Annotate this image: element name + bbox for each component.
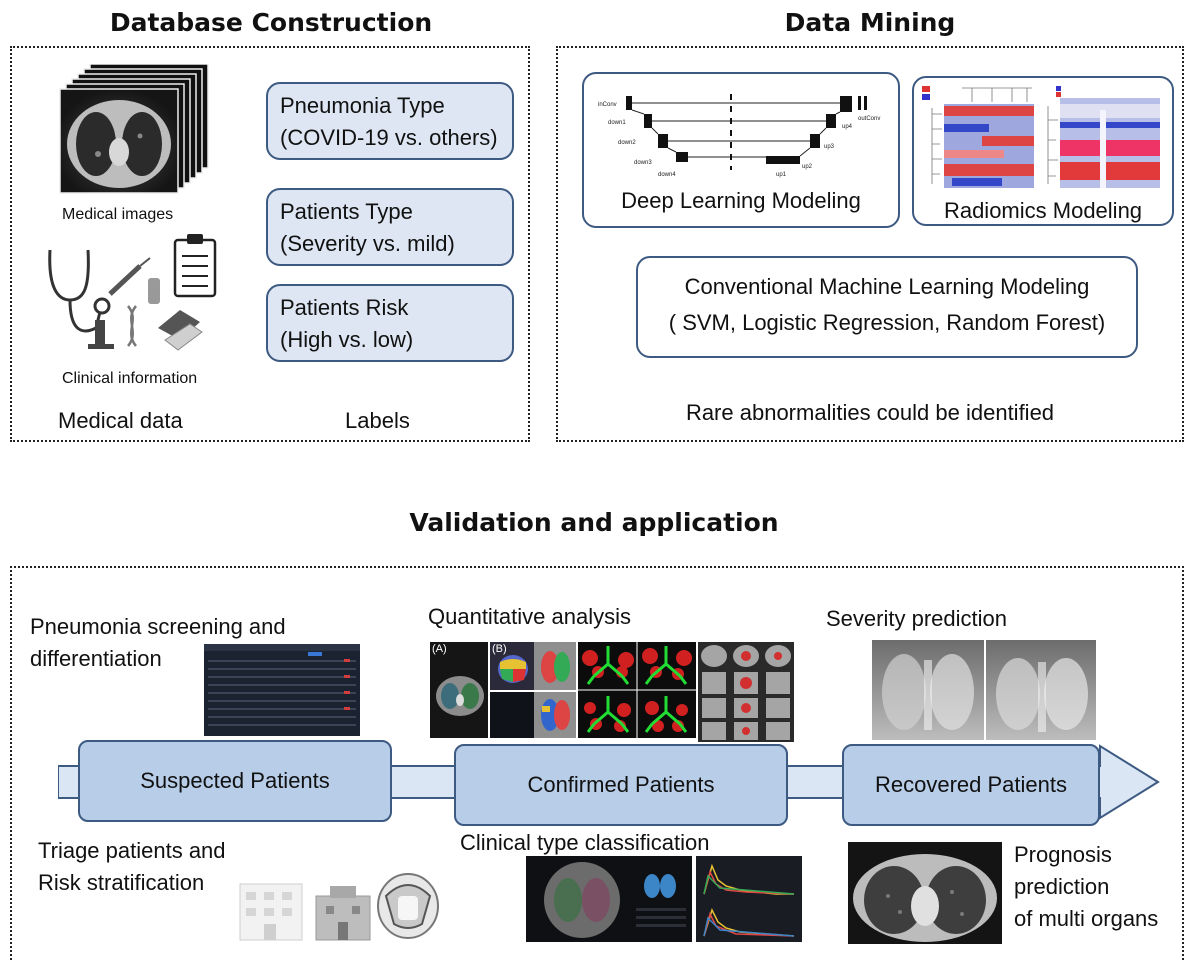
unet-diagram: inConv down1 down2 down3 down4 outConv up4 u… [598,94,880,178]
validation-panel [10,566,1184,960]
radiomics-heatmaps [922,86,1160,188]
clinical-icons [48,234,217,351]
label-box-line2: (COVID-19 vs. others) [280,125,498,150]
quant-panel-lung-split-1 [534,642,576,690]
lung-lobes-panel-b [498,655,528,683]
svg-text:down2: down2 [618,140,636,146]
svg-text:up2: up2 [802,164,813,170]
clinical-classification-screenshot-2 [696,856,802,942]
quant-panel-b: (B) [490,642,534,690]
mining-title: Data Mining [784,8,956,37]
mining-panel [556,46,1184,442]
quantitative-analysis-label: Quantitative analysis [428,604,631,629]
clinical-info-caption: Clinical information [62,370,198,387]
radiomics-box: Radiomics Modeling [912,76,1174,226]
label-box-line1: Patients Type [280,199,413,224]
radiomics-label: Radiomics Modeling [943,198,1143,223]
stage-suspected-patients: Suspected Patients [78,740,392,822]
screening-label-line2: differentiation [30,646,162,671]
hospital-illustrations [239,873,439,941]
chest-xray-pair [872,640,1096,740]
screening-software-screenshot [204,644,360,736]
prognosis-label-line1: Prognosis [1014,842,1112,867]
svg-text:down1: down1 [608,120,626,126]
svg-text:up4: up4 [842,124,853,130]
triage-label-line1: Triage patients and [38,838,226,863]
database-panel [10,46,530,442]
svg-text:up3: up3 [824,144,835,150]
label-box-line2: (High vs. low) [280,327,414,352]
svg-text:down4: down4 [658,172,676,178]
clinical-classification-screenshot-1 [526,856,692,942]
conventional-ml-box: Conventional Machine Learning Modeling (… [636,256,1138,358]
label-box-line1: Patients Risk [280,295,409,320]
label-box-line1: Pneumonia Type [280,93,445,118]
medical-images-caption: Medical images [62,206,174,223]
svg-text:inConv: inConv [598,102,617,108]
deep-learning-label: Deep Learning Modeling [621,188,861,213]
stage-confirmed-label: Confirmed Patients [527,772,715,797]
prognosis-label-line2: prediction [1014,874,1110,899]
ct-slice-grid [698,642,794,742]
prognosis-ct-image [848,842,1002,944]
stage-confirmed-patients: Confirmed Patients [454,744,788,826]
quant-panel-b-label: (B) [492,643,507,655]
labels-label: Labels [345,408,410,433]
clinical-type-label: Clinical type classification [460,830,710,855]
label-box-line2: (Severity vs. mild) [280,231,455,256]
medical-data-label: Medical data [58,408,183,433]
quant-panel-lung-split-2 [534,692,576,738]
deep-learning-box: inConv down1 down2 down3 down4 outConv up4 u… [582,72,900,228]
ct-slice-panel-a [436,676,484,716]
quant-panel-a-label: (A) [432,643,447,655]
label-box-pneumonia-type: Pneumonia Type (COVID-19 vs. others) [266,82,514,160]
conventional-ml-line1: Conventional Machine Learning Modeling [684,274,1090,299]
quant-panel-a: (A) [430,642,488,738]
screening-label-line1: Pneumonia screening and [30,614,286,639]
svg-text:up1: up1 [776,172,787,178]
lung-split-icon-1 [541,651,570,683]
severity-prediction-label: Severity prediction [826,606,1007,631]
airway-tree-panels [578,642,696,738]
ct-image-stack [59,64,209,194]
database-title: Database Construction [109,8,433,37]
triage-label-line2: Risk stratification [38,870,205,895]
svg-text:outConv: outConv [858,116,880,122]
validation-title: Validation and application [409,508,779,537]
prognosis-label-line3: of multi organs [1014,906,1159,931]
quant-panel-b-lower [490,692,534,738]
stage-recovered-patients: Recovered Patients [842,744,1100,826]
stage-suspected-label: Suspected Patients [140,768,330,793]
conventional-ml-line2: ( SVM, Logistic Regression, Random Fores… [668,310,1106,335]
svg-text:down3: down3 [634,160,652,166]
label-box-patients-type: Patients Type (Severity vs. mild) [266,188,514,266]
rare-abnormalities-note: Rare abnormalities could be identified [685,400,1055,425]
label-box-patients-risk: Patients Risk (High vs. low) [266,284,514,362]
lung-split-icon-2 [541,699,570,731]
stage-recovered-label: Recovered Patients [875,772,1067,797]
